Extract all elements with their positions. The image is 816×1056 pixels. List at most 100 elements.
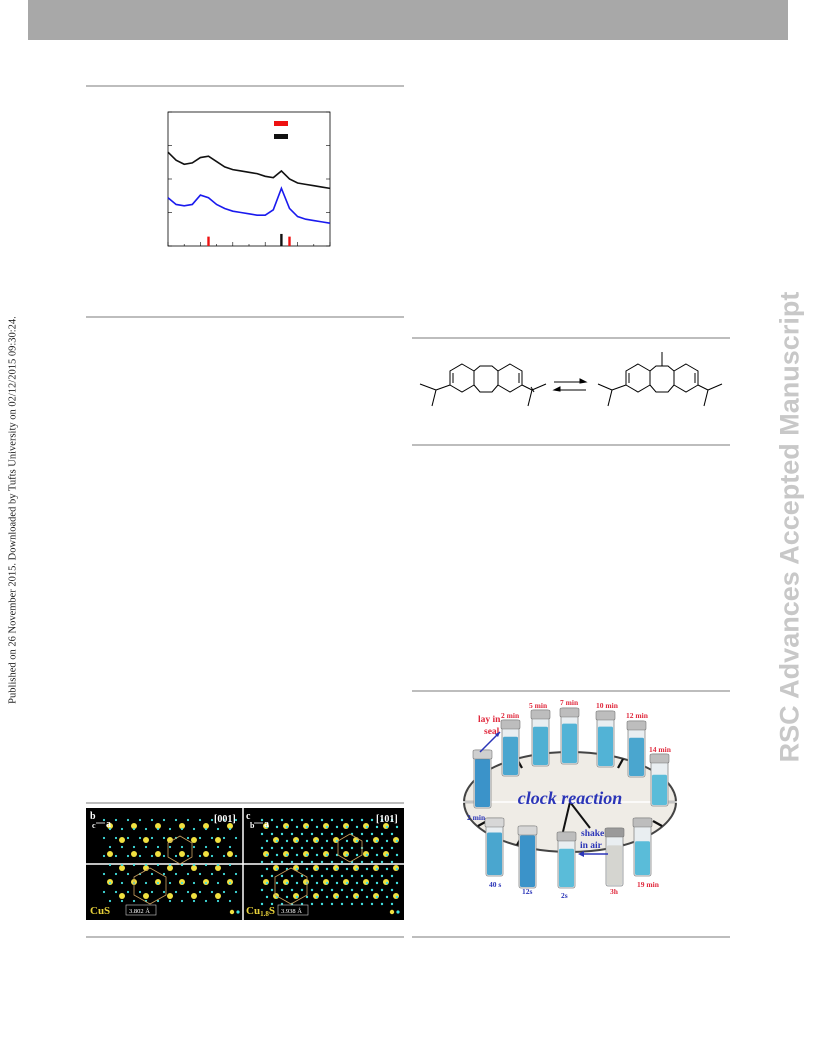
atom-s-right xyxy=(390,874,394,878)
atom-s-left xyxy=(126,854,130,858)
atom-s-left xyxy=(216,863,220,867)
atom-s-right xyxy=(300,832,304,836)
atom-s-right xyxy=(270,832,274,836)
atom-s-left xyxy=(210,854,214,858)
atom-s-right xyxy=(300,902,304,906)
atom-s-right xyxy=(280,846,284,850)
atom-s-right xyxy=(365,853,369,857)
atom-s-left xyxy=(156,899,160,903)
atom-s-right xyxy=(290,874,294,878)
atom-s-right xyxy=(290,832,294,836)
rule-scheme-bottom xyxy=(412,444,730,446)
vial-cap xyxy=(530,709,551,720)
atom-s-right xyxy=(370,888,374,892)
atom-s-right xyxy=(370,832,374,836)
atom-s-left xyxy=(138,890,142,894)
atom-cu-right xyxy=(313,893,319,899)
atom-s-right xyxy=(315,825,319,829)
atom-s-right xyxy=(395,853,399,857)
atom-cu-right xyxy=(373,837,379,843)
atom-s-left xyxy=(150,818,154,822)
time-bottom-1: 40 s xyxy=(489,880,501,889)
atom-s-right xyxy=(265,881,269,885)
atom-s-right xyxy=(395,895,399,899)
atom-s-left xyxy=(216,899,220,903)
lay-in-seal-label: lay in seal xyxy=(478,715,501,737)
atom-cu-left xyxy=(167,837,173,843)
atom-cu-right xyxy=(323,851,329,857)
xrd-axis-ticks xyxy=(167,111,331,247)
atom-s-left xyxy=(108,899,112,903)
ref-bar-red xyxy=(207,236,210,246)
seal-text: seal xyxy=(484,727,500,737)
atom-s-left xyxy=(102,872,106,876)
xrd-chart xyxy=(167,111,331,247)
atom-cu-left xyxy=(119,837,125,843)
atom-s-left xyxy=(198,818,202,822)
atom-s-left xyxy=(186,836,190,840)
atom-s-left xyxy=(204,881,208,885)
atom-cu-right xyxy=(263,851,269,857)
atom-cu-right xyxy=(343,851,349,857)
atom-s-left xyxy=(168,845,172,849)
time-bottom-5: 19 min xyxy=(637,880,660,889)
left-axis-a: a xyxy=(106,819,111,830)
shake-in-air-label: shake in air xyxy=(580,829,604,851)
atom-cu-right xyxy=(313,865,319,871)
atom-s-right xyxy=(385,853,389,857)
atom-s-left xyxy=(180,881,184,885)
atom-cu-right xyxy=(383,851,389,857)
atom-s-left xyxy=(162,872,166,876)
atom-s-left xyxy=(222,818,226,822)
atom-s-right xyxy=(360,874,364,878)
atom-s-right xyxy=(260,888,264,892)
atom-s-left xyxy=(180,827,184,831)
vial-cap xyxy=(517,825,538,836)
atom-s-right xyxy=(280,874,284,878)
redox-scheme xyxy=(419,352,723,407)
atom-s-right xyxy=(340,902,344,906)
published-note-text: Published on 26 November 2015. Downloade… xyxy=(7,316,19,704)
atom-s-right xyxy=(295,825,299,829)
atom-s-right xyxy=(355,853,359,857)
atom-cu-left xyxy=(191,865,197,871)
atom-s-right xyxy=(305,867,309,871)
atom-cu-right xyxy=(273,837,279,843)
vial-solution xyxy=(598,726,613,766)
top-time-labels: 2 min 5 min 7 min 10 min 12 min 14 min xyxy=(501,698,672,754)
atom-s-left xyxy=(132,863,136,867)
atom-s-left xyxy=(156,845,160,849)
atom-s-left xyxy=(174,872,178,876)
atom-cu-left xyxy=(155,823,161,829)
atom-s-right xyxy=(365,825,369,829)
atom-s-left xyxy=(120,899,124,903)
atom-s-left xyxy=(120,827,124,831)
atom-s-right xyxy=(270,860,274,864)
atom-cu-left xyxy=(107,851,113,857)
atom-cu-right xyxy=(283,851,289,857)
xrd-series-blue xyxy=(167,186,331,225)
atom-s-right xyxy=(260,832,264,836)
atom-s-left xyxy=(144,881,148,885)
atom-cu-right xyxy=(353,893,359,899)
atom-s-right xyxy=(305,895,309,899)
rule-clock-bottom xyxy=(412,936,730,938)
atom-s-left xyxy=(192,845,196,849)
atom-s-left xyxy=(126,836,130,840)
atom-s-left xyxy=(108,881,112,885)
atom-cu-right xyxy=(393,837,399,843)
atom-s-left xyxy=(234,836,238,840)
bottom-time-labels: 40 s 12s 2s xyxy=(489,880,568,900)
atom-s-right xyxy=(325,867,329,871)
atom-s-right xyxy=(295,853,299,857)
atom-s-right xyxy=(310,888,314,892)
atom-cu-right xyxy=(333,893,339,899)
atom-cu-left xyxy=(215,893,221,899)
atom-s-right xyxy=(385,895,389,899)
atom-cu-right xyxy=(273,865,279,871)
atom-s-right xyxy=(375,839,379,843)
atom-s-right xyxy=(285,853,289,857)
atom-cu-right xyxy=(363,823,369,829)
atom-s-left xyxy=(168,881,172,885)
atom-s-left xyxy=(222,836,226,840)
